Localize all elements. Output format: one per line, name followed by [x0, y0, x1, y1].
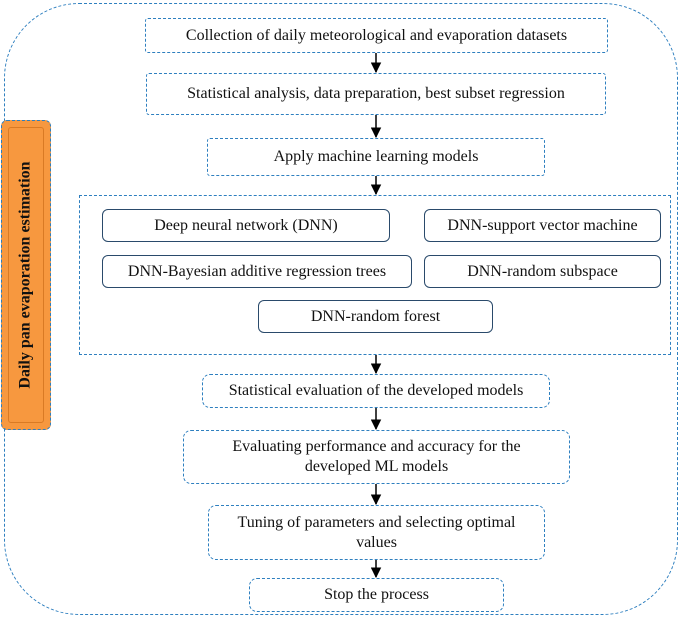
step-statistical-analysis: Statistical analysis, data preparation, …: [146, 73, 606, 115]
step-collection: Collection of daily meteorological and e…: [145, 18, 608, 53]
step-tuning-label: Tuning of parameters and selecting optim…: [237, 513, 516, 551]
model-dnn-bart-label: DNN-Bayesian additive regression trees: [127, 262, 387, 280]
model-dnn-random-subspace-label: DNN-random subspace: [467, 262, 618, 280]
model-dnn-random-forest: DNN-random forest: [258, 300, 493, 333]
side-panel-inner-frame: [8, 127, 44, 423]
model-dnn: Deep neural network (DNN): [102, 209, 390, 242]
step-performance: Evaluating performance and accuracy for …: [183, 430, 570, 484]
step-stop-label: Stop the process: [324, 586, 429, 603]
step-apply-ml: Apply machine learning models: [207, 138, 545, 176]
step-tuning: Tuning of parameters and selecting optim…: [208, 505, 545, 560]
step-performance-label: Evaluating performance and accuracy for …: [232, 438, 521, 475]
step-evaluation: Statistical evaluation of the developed …: [202, 374, 550, 408]
model-dnn-svm: DNN-support vector machine: [424, 209, 661, 242]
model-dnn-random-subspace: DNN-random subspace: [424, 255, 661, 288]
step-collection-label: Collection of daily meteorological and e…: [185, 26, 568, 44]
side-panel: Daily pan evaporation estimation: [1, 120, 51, 430]
model-dnn-bart: DNN-Bayesian additive regression trees: [102, 255, 412, 288]
model-dnn-svm-label: DNN-support vector machine: [447, 216, 638, 234]
step-apply-ml-label: Apply machine learning models: [273, 148, 479, 165]
model-dnn-label: Deep neural network (DNN): [154, 216, 338, 234]
model-dnn-random-forest-label: DNN-random forest: [310, 307, 441, 325]
models-group: Deep neural network (DNN) DNN-support ve…: [79, 195, 671, 355]
step-evaluation-label: Statistical evaluation of the developed …: [228, 382, 524, 399]
side-panel-label: Daily pan evaporation estimation: [17, 161, 34, 389]
step-statistical-analysis-label: Statistical analysis, data preparation, …: [187, 85, 565, 102]
step-stop: Stop the process: [249, 578, 504, 612]
